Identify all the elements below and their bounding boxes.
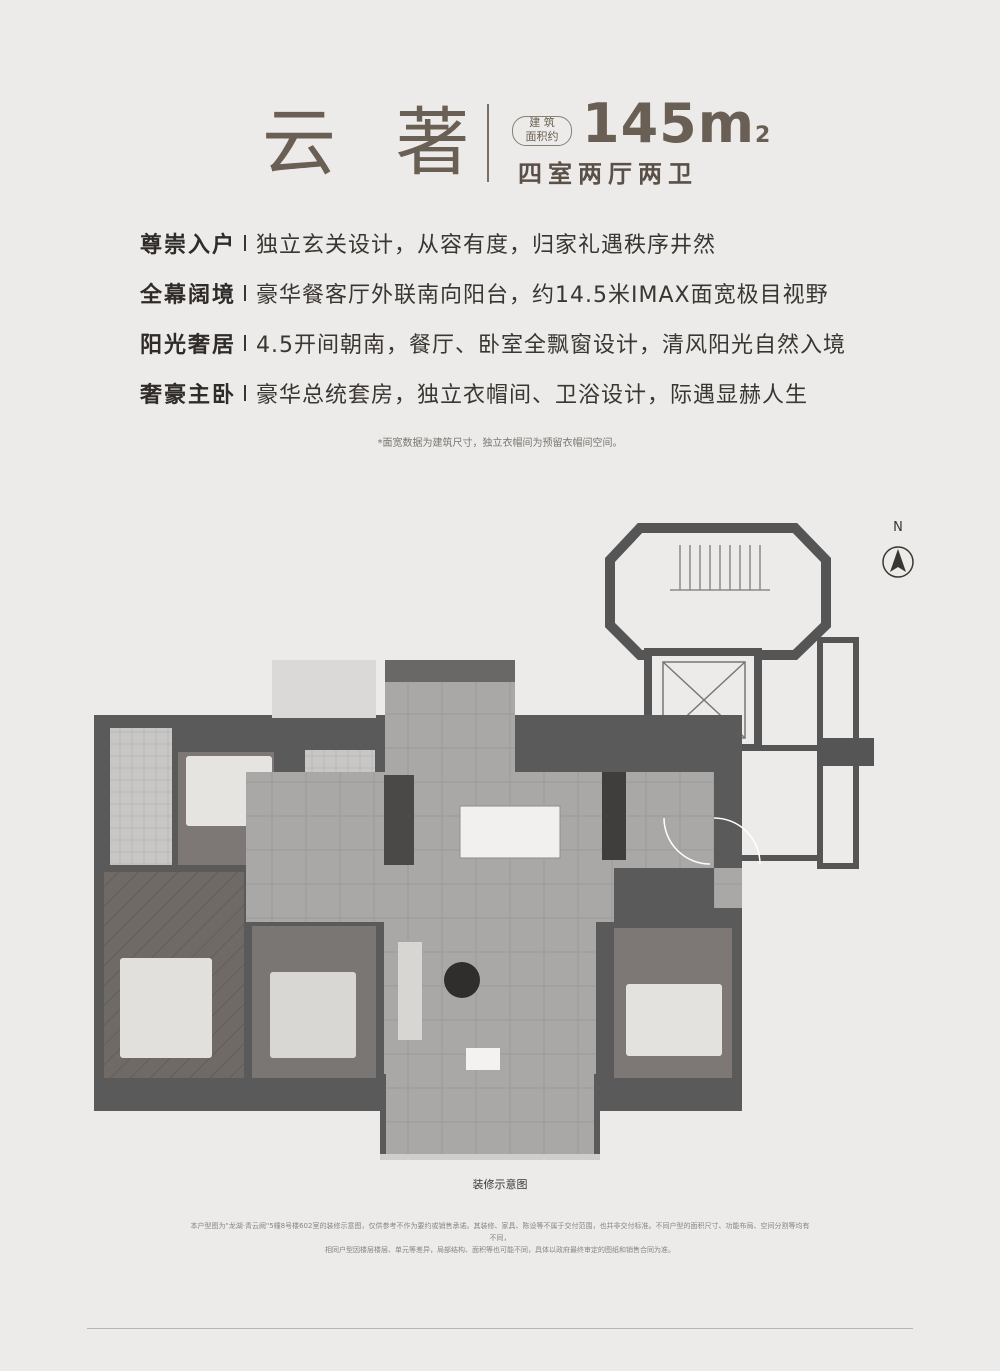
coffee-table bbox=[444, 962, 480, 998]
feature-desc: 豪华餐客厅外联南向阳台，约14.5米IMAX面宽极目视野 bbox=[256, 283, 829, 308]
plan-caption: 装修示意图 bbox=[472, 1178, 528, 1191]
area-value: 145m2 bbox=[582, 92, 772, 155]
bed-master bbox=[626, 984, 722, 1056]
feature-title: 尊崇入户 bbox=[140, 233, 237, 258]
disclaimer-line: 相同户型因楼层楼层、单元等差异，局部结构、面积等也可能不同，具体以政府最终审定的… bbox=[325, 1246, 675, 1254]
feature-separator bbox=[244, 335, 247, 351]
feature-desc: 4.5开间朝南，餐厅、卧室全飘窗设计，清风阳光自然入境 bbox=[256, 333, 847, 358]
bathroom-left bbox=[110, 728, 172, 865]
entry-door bbox=[713, 817, 761, 865]
floor-plan bbox=[94, 523, 874, 1160]
feature-separator bbox=[244, 235, 247, 251]
feature-title: 阳光奢居 bbox=[140, 333, 237, 358]
feature-row: 全幕阔境 豪华餐客厅外联南向阳台，约14.5米IMAX面宽极目视野 bbox=[140, 268, 920, 318]
south-balcony bbox=[384, 1074, 596, 1158]
sofa bbox=[398, 942, 422, 1040]
bed-south bbox=[270, 972, 356, 1058]
title-divider bbox=[487, 104, 489, 182]
feature-list: 尊崇入户 独立玄关设计，从容有度，归家礼遇秩序井然 全幕阔境 豪华餐客厅外联南向… bbox=[140, 218, 920, 418]
service-balcony bbox=[272, 660, 376, 718]
compass-north-label: N bbox=[893, 520, 903, 535]
feature-separator bbox=[244, 385, 247, 401]
feature-separator bbox=[244, 285, 247, 301]
wall-block bbox=[820, 738, 874, 766]
area-label-bottom: 面积约 bbox=[525, 130, 559, 143]
area-label-ring bbox=[512, 116, 572, 146]
footer-divider bbox=[87, 1328, 913, 1329]
header: 云 著 建 筑 面积约 145m2 四室两厅两卫 bbox=[0, 0, 1000, 200]
feature-title: 全幕阔境 bbox=[140, 283, 237, 308]
compass: N bbox=[880, 520, 916, 582]
disclaimer: 本户型图为"龙湖·青云阙"5幢8号楼602室的装修示意图，仅供参考不作为要约或销… bbox=[190, 1220, 810, 1256]
area-label: 建 筑 面积约 bbox=[512, 116, 572, 146]
layout-type: 四室两厅两卫 bbox=[518, 160, 698, 188]
compass-arrow-icon bbox=[882, 546, 914, 578]
apartment bbox=[94, 660, 742, 1160]
footnote: *面宽数据为建筑尺寸，独立衣帽间为预留衣帽间空间。 bbox=[377, 438, 623, 449]
feature-row: 尊崇入户 独立玄关设计，从容有度，归家礼遇秩序井然 bbox=[140, 218, 920, 268]
shoe-cabinet bbox=[602, 772, 626, 860]
project-name: 云 著 bbox=[262, 100, 488, 186]
kitchen-counter bbox=[385, 660, 515, 682]
area-label-top: 建 筑 bbox=[529, 116, 555, 129]
stair-core bbox=[605, 523, 831, 660]
dining-table bbox=[459, 805, 561, 859]
bed-west bbox=[120, 958, 212, 1058]
feature-desc: 独立玄关设计，从容有度，归家礼遇秩序井然 bbox=[256, 233, 717, 258]
feature-title: 奢豪主卧 bbox=[140, 383, 237, 408]
feature-row: 奢豪主卧 豪华总统套房，独立衣帽间、卫浴设计，际遇显赫人生 bbox=[140, 368, 920, 418]
area-unit-sup: 2 bbox=[755, 123, 772, 148]
feature-desc: 豪华总统套房，独立衣帽间、卫浴设计，际遇显赫人生 bbox=[256, 383, 809, 408]
disclaimer-line: 本户型图为"龙湖·青云阙"5幢8号楼602室的装修示意图，仅供参考不作为要约或销… bbox=[190, 1222, 810, 1242]
feature-row: 阳光奢居 4.5开间朝南，餐厅、卧室全飘窗设计，清风阳光自然入境 bbox=[140, 318, 920, 368]
cabinet bbox=[384, 775, 414, 865]
